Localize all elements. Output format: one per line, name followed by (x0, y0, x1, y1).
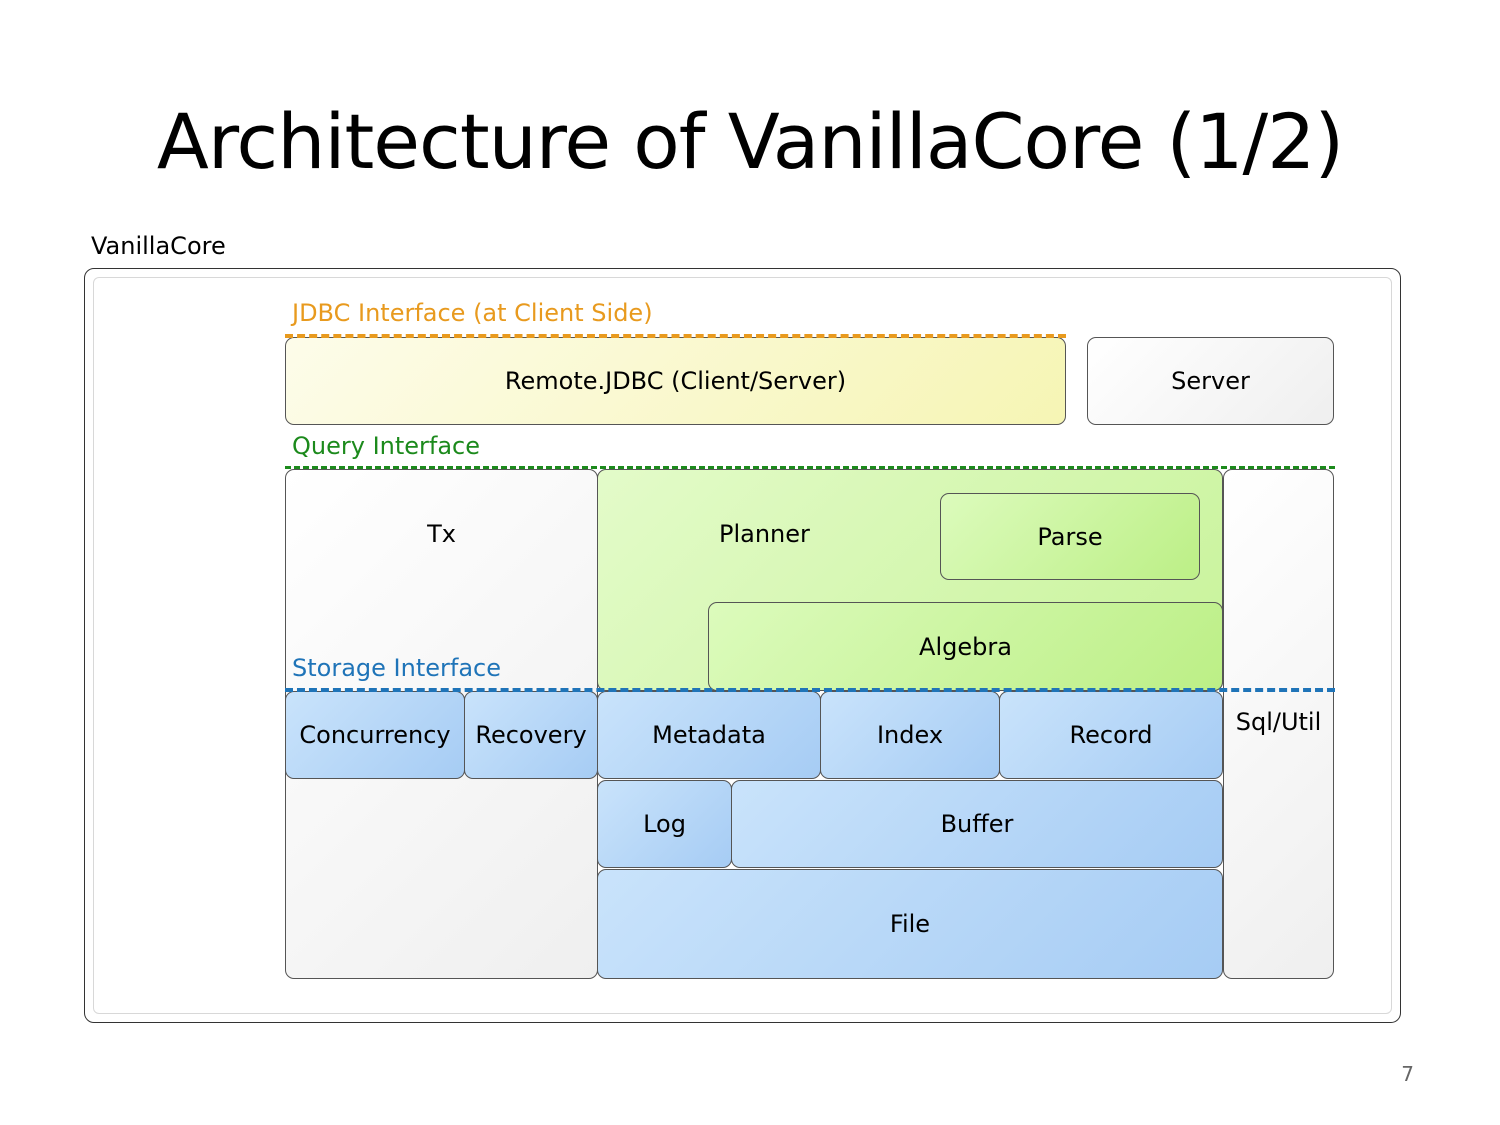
metadata-module: Metadata (597, 691, 821, 779)
storage-interface-label: Storage Interface (292, 654, 501, 682)
server-module: Server (1087, 337, 1334, 425)
index-label: Index (876, 721, 944, 749)
query-interface-line (285, 466, 1335, 469)
page-title: Architecture of VanillaCore (1/2) (156, 97, 1344, 186)
jdbc-interface-label: JDBC Interface (at Client Side) (292, 299, 653, 327)
log-label: Log (643, 810, 686, 838)
storage-interface-line (285, 688, 1335, 692)
algebra-label: Algebra (919, 632, 1012, 661)
vanillacore-frame (84, 268, 1401, 1023)
concurrency-label: Concurrency (299, 721, 451, 749)
recovery-label: Recovery (475, 721, 587, 749)
server-label: Server (1171, 367, 1250, 395)
buffer-label: Buffer (940, 810, 1014, 838)
jdbc-interface-line (285, 334, 1066, 338)
remote-jdbc-label: Remote.JDBC (Client/Server) (504, 367, 847, 395)
file-label: File (889, 910, 931, 938)
planner-label: Planner (719, 520, 810, 548)
query-interface-label: Query Interface (292, 432, 481, 460)
buffer-module: Buffer (731, 780, 1223, 868)
tx-label: Tx (427, 520, 456, 548)
sql-util-label: Sql/Util (1235, 708, 1322, 736)
page-number: 7 (1401, 1062, 1414, 1086)
vanillacore-inner-frame (93, 277, 1392, 1014)
parse-module: Parse (940, 493, 1200, 580)
algebra-module: Algebra (708, 602, 1223, 691)
record-module: Record (999, 691, 1223, 779)
log-module: Log (597, 780, 732, 868)
sql-util-module: Sql/Util (1223, 469, 1334, 979)
parse-label: Parse (1037, 522, 1103, 551)
index-module: Index (820, 691, 1000, 779)
metadata-label: Metadata (652, 721, 766, 749)
remote-jdbc-module: Remote.JDBC (Client/Server) (285, 337, 1066, 425)
record-label: Record (1069, 721, 1153, 749)
file-module: File (597, 869, 1223, 979)
concurrency-module: Concurrency (285, 691, 465, 779)
recovery-module: Recovery (464, 691, 598, 779)
container-label: VanillaCore (91, 232, 226, 260)
